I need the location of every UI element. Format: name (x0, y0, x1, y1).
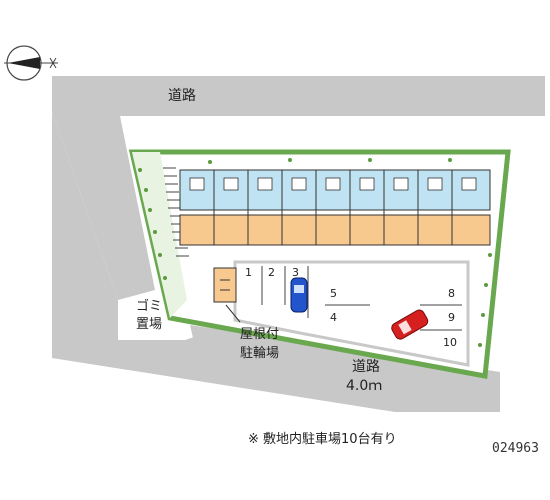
road-west (52, 112, 118, 340)
north-arrow-icon (4, 45, 58, 81)
road-bottom-width: 4.0ｍ (346, 378, 382, 394)
blue-car-icon (290, 277, 308, 313)
garbage-label-line2: 置場 (136, 317, 162, 332)
bicycle-parking (213, 267, 237, 303)
building (179, 169, 491, 246)
parking-number-8: 8 (448, 287, 455, 300)
property-code: 024963 (492, 441, 539, 456)
parking-number-5: 5 (330, 287, 337, 300)
road-top (52, 76, 545, 300)
parking-number-1: 1 (245, 266, 252, 279)
parking-number-9: 9 (448, 311, 455, 324)
bicycle-label-line2: 駐輪場 (240, 345, 279, 361)
parking-number-3: 3 (292, 266, 299, 279)
parking-number-10: 10 (443, 336, 457, 349)
parking-footnote: ※ 敷地内駐車場10台有り (248, 432, 397, 447)
bicycle-label-line1: 屋根付 (240, 327, 279, 342)
parking-number-2: 2 (268, 266, 275, 279)
greenery-west (132, 152, 187, 318)
garbage-label-line1: ゴミ (136, 298, 162, 314)
road-bottom-label: 道路 (352, 359, 380, 375)
red-car-icon (391, 309, 429, 340)
road-bottom-2 (190, 325, 500, 412)
parking-number-4: 4 (330, 311, 337, 324)
road-top-label: 道路 (168, 88, 196, 104)
